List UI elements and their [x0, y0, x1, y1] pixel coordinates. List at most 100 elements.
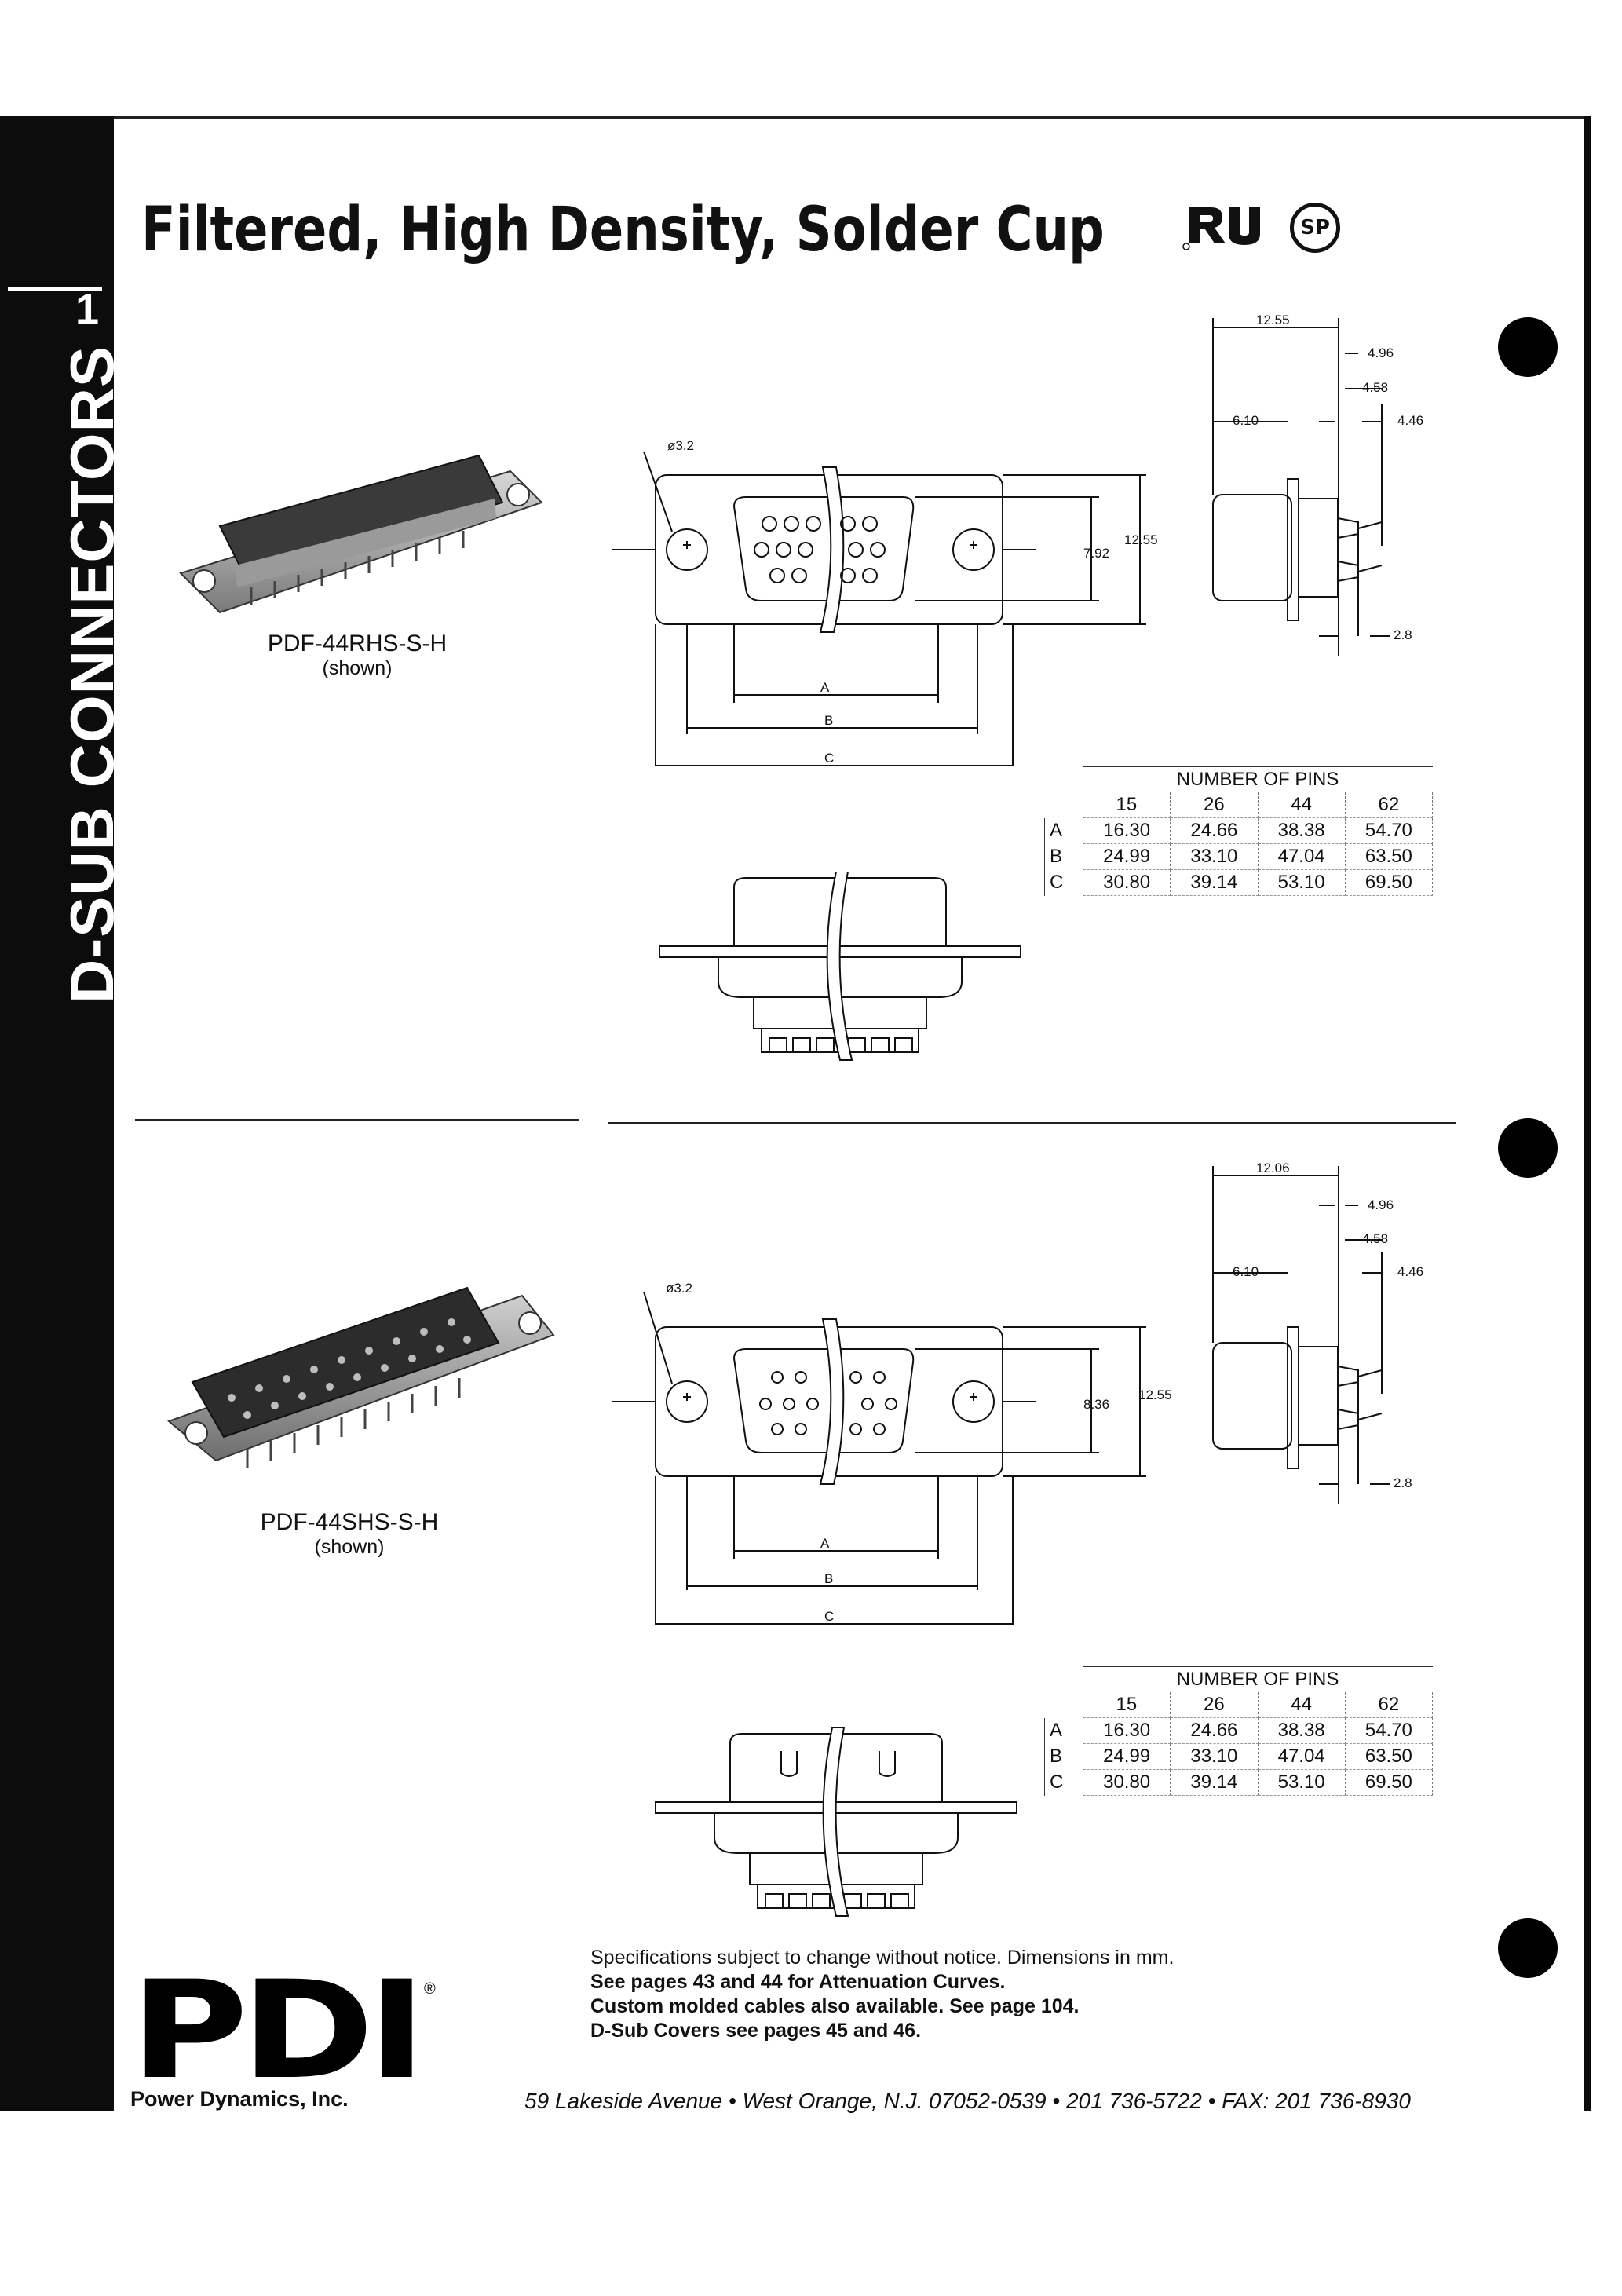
- part-number: PDF-44SHS-S-H: [260, 1509, 439, 1535]
- table-cell: 39.14: [1170, 869, 1259, 896]
- page-title: Filtered, High Density, Solder Cup: [141, 195, 1105, 265]
- table-pins-row: 15 26 44 62: [1045, 792, 1434, 818]
- footer-notes: Specifications subject to change without…: [590, 1946, 1174, 2043]
- row-label: B: [1044, 843, 1083, 870]
- dim-b-label: B: [824, 1571, 833, 1586]
- side-610-label: 6.10: [1233, 413, 1259, 428]
- table-heading-row: NUMBER OF PINS: [1045, 1666, 1433, 1692]
- inner-height-label: 7.92: [1083, 546, 1109, 561]
- outer-height-label: 12.55: [1138, 1387, 1172, 1402]
- right-edge-band: [1584, 116, 1591, 2111]
- side-view-drawing-rhs: 12.55 4.96 4.58 6.10 4.46 2.8: [1201, 310, 1460, 660]
- table-cell: 38.38: [1258, 817, 1346, 844]
- pin-count: 15: [1083, 792, 1171, 818]
- table-row: C 30.80 39.14 53.10 69.50: [1044, 1769, 1434, 1796]
- table-cell: 24.66: [1170, 817, 1259, 844]
- table-cell: 24.66: [1170, 1717, 1259, 1744]
- pin-count: 26: [1170, 792, 1259, 818]
- table-cell: 30.80: [1083, 869, 1171, 896]
- side-610-label: 6.10: [1233, 1264, 1259, 1279]
- side-496-label: 4.96: [1368, 345, 1394, 360]
- row-label: A: [1044, 817, 1083, 844]
- table-cell: 53.10: [1258, 1769, 1346, 1796]
- front-view-drawing-shs: ø3.2 A B C 8.36 12.55: [612, 1280, 1178, 1653]
- punch-hole-top: [1498, 317, 1558, 377]
- dim-a-label: A: [820, 1536, 830, 1551]
- logo-text: PDI: [130, 1975, 419, 2085]
- table-cell: 63.50: [1345, 1743, 1434, 1770]
- table-cell: 38.38: [1258, 1717, 1346, 1744]
- pin-count: 44: [1258, 792, 1346, 818]
- pin-count: 62: [1345, 792, 1434, 818]
- table-cell: 30.80: [1083, 1769, 1171, 1796]
- table-row: C 30.80 39.14 53.10 69.50: [1044, 869, 1434, 896]
- table-cell: 63.50: [1345, 843, 1434, 870]
- table-cell: 54.70: [1345, 817, 1434, 844]
- pin-count: 15: [1083, 1692, 1171, 1718]
- chapter-rule: [8, 287, 102, 291]
- dim-c-label: C: [824, 751, 834, 766]
- table-pins-row: 15 26 44 62: [1045, 1692, 1434, 1718]
- custom-cables-note: Custom molded cables also available. See…: [590, 1995, 1080, 2017]
- table-heading: NUMBER OF PINS: [1083, 1666, 1433, 1692]
- shown-note: (shown): [314, 1536, 385, 1558]
- punch-hole-middle: [1498, 1118, 1558, 1178]
- row-label: B: [1044, 1743, 1083, 1770]
- table-cell: 33.10: [1170, 1743, 1259, 1770]
- pin-dimension-table-shs: NUMBER OF PINS 15 26 44 62 A 16.30 24.66…: [1044, 1666, 1434, 1796]
- section-sidebar: 1 D-SUB CONNECTORS: [0, 116, 126, 2111]
- side-458-label: 4.58: [1362, 1231, 1388, 1246]
- part-number: PDF-44RHS-S-H: [267, 631, 448, 656]
- side-28-label: 2.8: [1394, 1475, 1412, 1490]
- side-496-label: 4.96: [1368, 1197, 1394, 1212]
- shown-note: (shown): [322, 657, 393, 679]
- top-rule: [114, 116, 1590, 119]
- dim-b-label: B: [824, 713, 833, 728]
- section-label: D-SUB CONNECTORS: [57, 345, 126, 1004]
- side-446-label: 4.46: [1397, 413, 1423, 428]
- spec-note: Specifications subject to change without…: [590, 1947, 1174, 1969]
- side-width-label: 12.55: [1256, 313, 1290, 327]
- ul-recognized-icon: [1182, 198, 1276, 265]
- table-cell: 54.70: [1345, 1717, 1434, 1744]
- side-28-label: 2.8: [1394, 627, 1412, 642]
- table-heading-row: NUMBER OF PINS: [1045, 766, 1433, 792]
- row-label: A: [1044, 1717, 1083, 1744]
- row-label: C: [1044, 1769, 1083, 1796]
- table-cell: 47.04: [1258, 843, 1346, 870]
- table-cell: 53.10: [1258, 869, 1346, 896]
- product-photo-rhs: [173, 454, 550, 640]
- pdi-logo: PDI: [130, 1951, 426, 2109]
- pin-count: 44: [1258, 1692, 1346, 1718]
- row-label: C: [1044, 869, 1083, 896]
- pin-dimension-table-rhs: NUMBER OF PINS 15 26 44 62 A 16.30 24.66…: [1044, 766, 1434, 896]
- pin-count: 26: [1170, 1692, 1259, 1718]
- bottom-view-drawing-shs: [652, 1727, 1028, 1928]
- side-446-label: 4.46: [1397, 1264, 1423, 1279]
- table-cell: 47.04: [1258, 1743, 1346, 1770]
- csa-icon: SP: [1290, 203, 1340, 253]
- table-cell: 69.50: [1345, 869, 1434, 896]
- registered-mark: ®: [424, 1980, 436, 1998]
- table-cell: 16.30: [1083, 1717, 1171, 1744]
- side-view-drawing-shs: 12.06 4.96 4.58 6.10 4.46 2.8: [1201, 1158, 1460, 1508]
- side-458-label: 4.58: [1362, 380, 1388, 395]
- dim-a-label: A: [820, 680, 830, 695]
- pin-count: 62: [1345, 1692, 1434, 1718]
- company-name: Power Dynamics, Inc.: [130, 2087, 349, 2111]
- table-row: A 16.30 24.66 38.38 54.70: [1044, 817, 1434, 844]
- table-cell: 69.50: [1345, 1769, 1434, 1796]
- product-caption-rhs: PDF-44RHS-S-H (shown): [196, 631, 518, 680]
- chapter-number: 1: [75, 286, 99, 333]
- product-photo-shs: [161, 1280, 561, 1488]
- table-heading: NUMBER OF PINS: [1083, 766, 1433, 792]
- company-address: 59 Lakeside Avenue • West Orange, N.J. 0…: [524, 2089, 1411, 2113]
- side-width-label: 12.06: [1256, 1161, 1290, 1175]
- hole-diameter-label: ø3.2: [666, 1281, 692, 1296]
- punch-hole-bottom: [1498, 1918, 1558, 1978]
- table-cell: 24.99: [1083, 1743, 1171, 1770]
- table-cell: 16.30: [1083, 817, 1171, 844]
- dim-c-label: C: [824, 1609, 834, 1624]
- covers-note: D-Sub Covers see pages 45 and 46.: [590, 2020, 922, 2042]
